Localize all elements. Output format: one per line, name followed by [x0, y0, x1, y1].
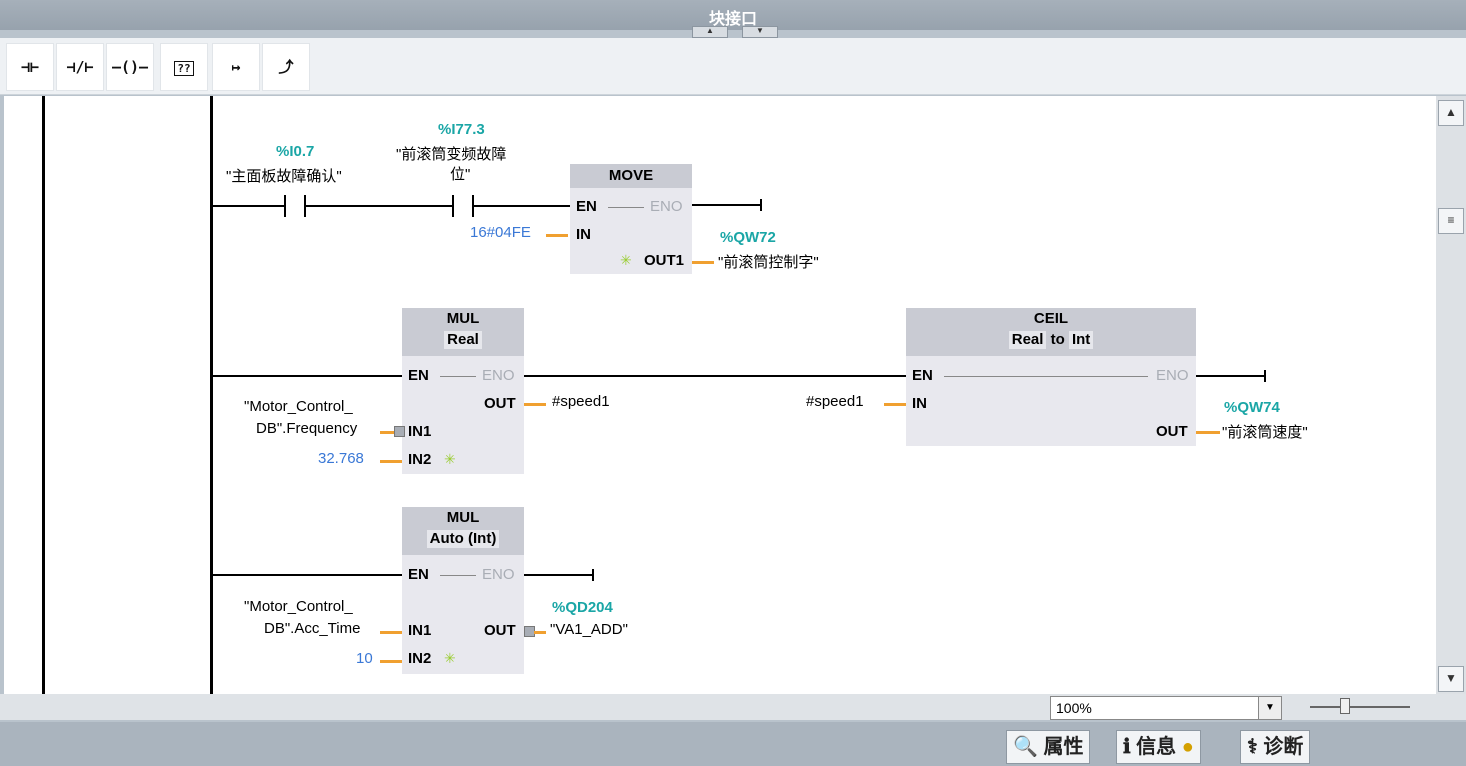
contact1-tag[interactable]: "主面板故障确认"	[226, 168, 342, 185]
mul2-out: OUT	[484, 622, 516, 639]
mul2-in1-tag-line2[interactable]: DB".Acc_Time	[264, 620, 361, 637]
move-block[interactable]: MOVE EN ENO IN ✳ OUT1	[570, 164, 692, 274]
move-title: MOVE	[570, 164, 692, 188]
ceil-out-address: %QW74	[1224, 399, 1280, 416]
left-power-rail	[42, 96, 45, 694]
mul1-in2: IN2	[408, 451, 432, 468]
ceil-block[interactable]: CEIL Real to Int EN ENO IN OUT	[906, 308, 1196, 446]
mul2-eno: ENO	[482, 566, 515, 583]
ladder-toolbar: ⊣⊢ ⊣/⊢ –()– ?? ↦ ⤴	[0, 38, 1466, 95]
mul1-in2-value[interactable]: 32.768	[318, 450, 364, 467]
mul1-en: EN	[408, 367, 429, 384]
properties-icon: 🔍	[1013, 736, 1038, 758]
ceil-title: CEIL	[1033, 310, 1069, 327]
zoom-slider[interactable]	[1310, 706, 1410, 708]
mul2-out-address: %QD204	[552, 599, 613, 616]
open-branch-icon[interactable]: ↦	[212, 43, 260, 91]
info-icon: ℹ	[1123, 736, 1131, 758]
coil-icon[interactable]: –()–	[106, 43, 154, 91]
mul1-title: MUL	[446, 310, 480, 327]
mul2-in1-tag-line1[interactable]: "Motor_Control_	[244, 598, 353, 615]
mul1-star-icon: ✳	[444, 451, 456, 467]
ceil-out-tag[interactable]: "前滚筒速度"	[1222, 424, 1308, 441]
zoom-select[interactable]: 100% ▼	[1050, 696, 1282, 720]
window-titlebar: 块接口 ▲ ▼	[0, 0, 1466, 38]
tab-diagnostics[interactable]: ⚕ 诊断	[1240, 730, 1311, 764]
ceil-type-to-word: to	[1050, 331, 1065, 348]
zoom-slider-knob[interactable]	[1340, 698, 1350, 714]
ceil-type-from[interactable]: Real	[1008, 331, 1047, 349]
diagnostics-icon: ⚕	[1247, 736, 1258, 758]
move-out-tag[interactable]: "前滚筒控制字"	[718, 254, 819, 271]
nc-contact-icon[interactable]: ⊣/⊢	[56, 43, 104, 91]
move-in: IN	[576, 226, 591, 243]
move-star-icon: ✳	[620, 252, 632, 268]
chevron-down-icon[interactable]: ▼	[1258, 697, 1281, 719]
inspector-tab-bar: 🔍 属性 ℹ 信息 ● ⚕ 诊断	[0, 722, 1466, 766]
contact1-symbol	[284, 195, 286, 217]
contact2-symbol	[452, 195, 454, 217]
collapse-down-button[interactable]: ▼	[742, 26, 778, 38]
mul2-star-icon: ✳	[444, 650, 456, 666]
mul1-in1-tag-line1[interactable]: "Motor_Control_	[244, 398, 353, 415]
move-in-value[interactable]: 16#04FE	[470, 224, 531, 241]
mul1-out-tag[interactable]: #speed1	[552, 393, 610, 410]
move-out-address: %QW72	[720, 229, 776, 246]
ceil-in-tag[interactable]: #speed1	[806, 393, 864, 410]
mul2-title: MUL	[446, 509, 480, 526]
ceil-in: IN	[912, 395, 927, 412]
ceil-eno: ENO	[1156, 367, 1189, 384]
collapse-up-button[interactable]: ▲	[692, 26, 728, 38]
mul2-out-tag[interactable]: "VA1_ADD"	[550, 621, 628, 638]
move-eno: ENO	[650, 198, 683, 215]
ceil-type-to[interactable]: Int	[1068, 331, 1094, 349]
ceil-en: EN	[912, 367, 933, 384]
contact2-tag-line2: 位"	[450, 166, 471, 183]
ladder-editor[interactable]: %I0.7 "主面板故障确认" %I77.3 "前滚筒变频故障 位" MOVE …	[4, 96, 1436, 694]
tab-info[interactable]: ℹ 信息 ●	[1116, 730, 1201, 764]
info-badge-icon: ●	[1181, 736, 1194, 758]
contact2-address: %I77.3	[438, 121, 485, 138]
mul1-in1: IN1	[408, 423, 432, 440]
scroll-thumb[interactable]: ≡	[1438, 208, 1464, 234]
mul2-in2-value[interactable]: 10	[356, 650, 373, 667]
network-rail	[210, 96, 213, 694]
move-out1: OUT1	[644, 252, 685, 269]
mul1-block[interactable]: MUL Real EN ENO OUT IN1 IN2 ✳	[402, 308, 524, 474]
mul2-in1: IN1	[408, 622, 432, 639]
mul1-type[interactable]: Real	[444, 331, 482, 349]
mul2-type[interactable]: Auto (Int)	[426, 530, 500, 548]
contact1-address: %I0.7	[276, 143, 315, 160]
mul1-in1-tag-line2[interactable]: DB".Frequency	[256, 420, 358, 437]
window-title: 块接口	[708, 11, 757, 28]
scroll-up-icon[interactable]: ▲	[1438, 100, 1464, 126]
mul1-in1-type-marker	[394, 426, 405, 437]
mul2-en: EN	[408, 566, 429, 583]
zoom-value: 100%	[1056, 700, 1092, 716]
close-branch-icon[interactable]: ⤴	[262, 43, 310, 91]
vertical-scrollbar[interactable]: ▲ ≡ ▼	[1436, 96, 1466, 694]
no-contact-icon[interactable]: ⊣⊢	[6, 43, 54, 91]
scroll-down-icon[interactable]: ▼	[1438, 666, 1464, 692]
contact2-tag-line1[interactable]: "前滚筒变频故障	[396, 146, 507, 163]
tab-properties[interactable]: 🔍 属性	[1006, 730, 1091, 764]
move-en: EN	[576, 198, 597, 215]
empty-box-icon[interactable]: ??	[160, 43, 208, 91]
ceil-out: OUT	[1156, 423, 1188, 440]
mul1-out: OUT	[484, 395, 516, 412]
mul1-eno: ENO	[482, 367, 515, 384]
mul2-in2: IN2	[408, 650, 432, 667]
mul2-block[interactable]: MUL Auto (Int) EN ENO IN1 OUT IN2 ✳	[402, 507, 524, 674]
